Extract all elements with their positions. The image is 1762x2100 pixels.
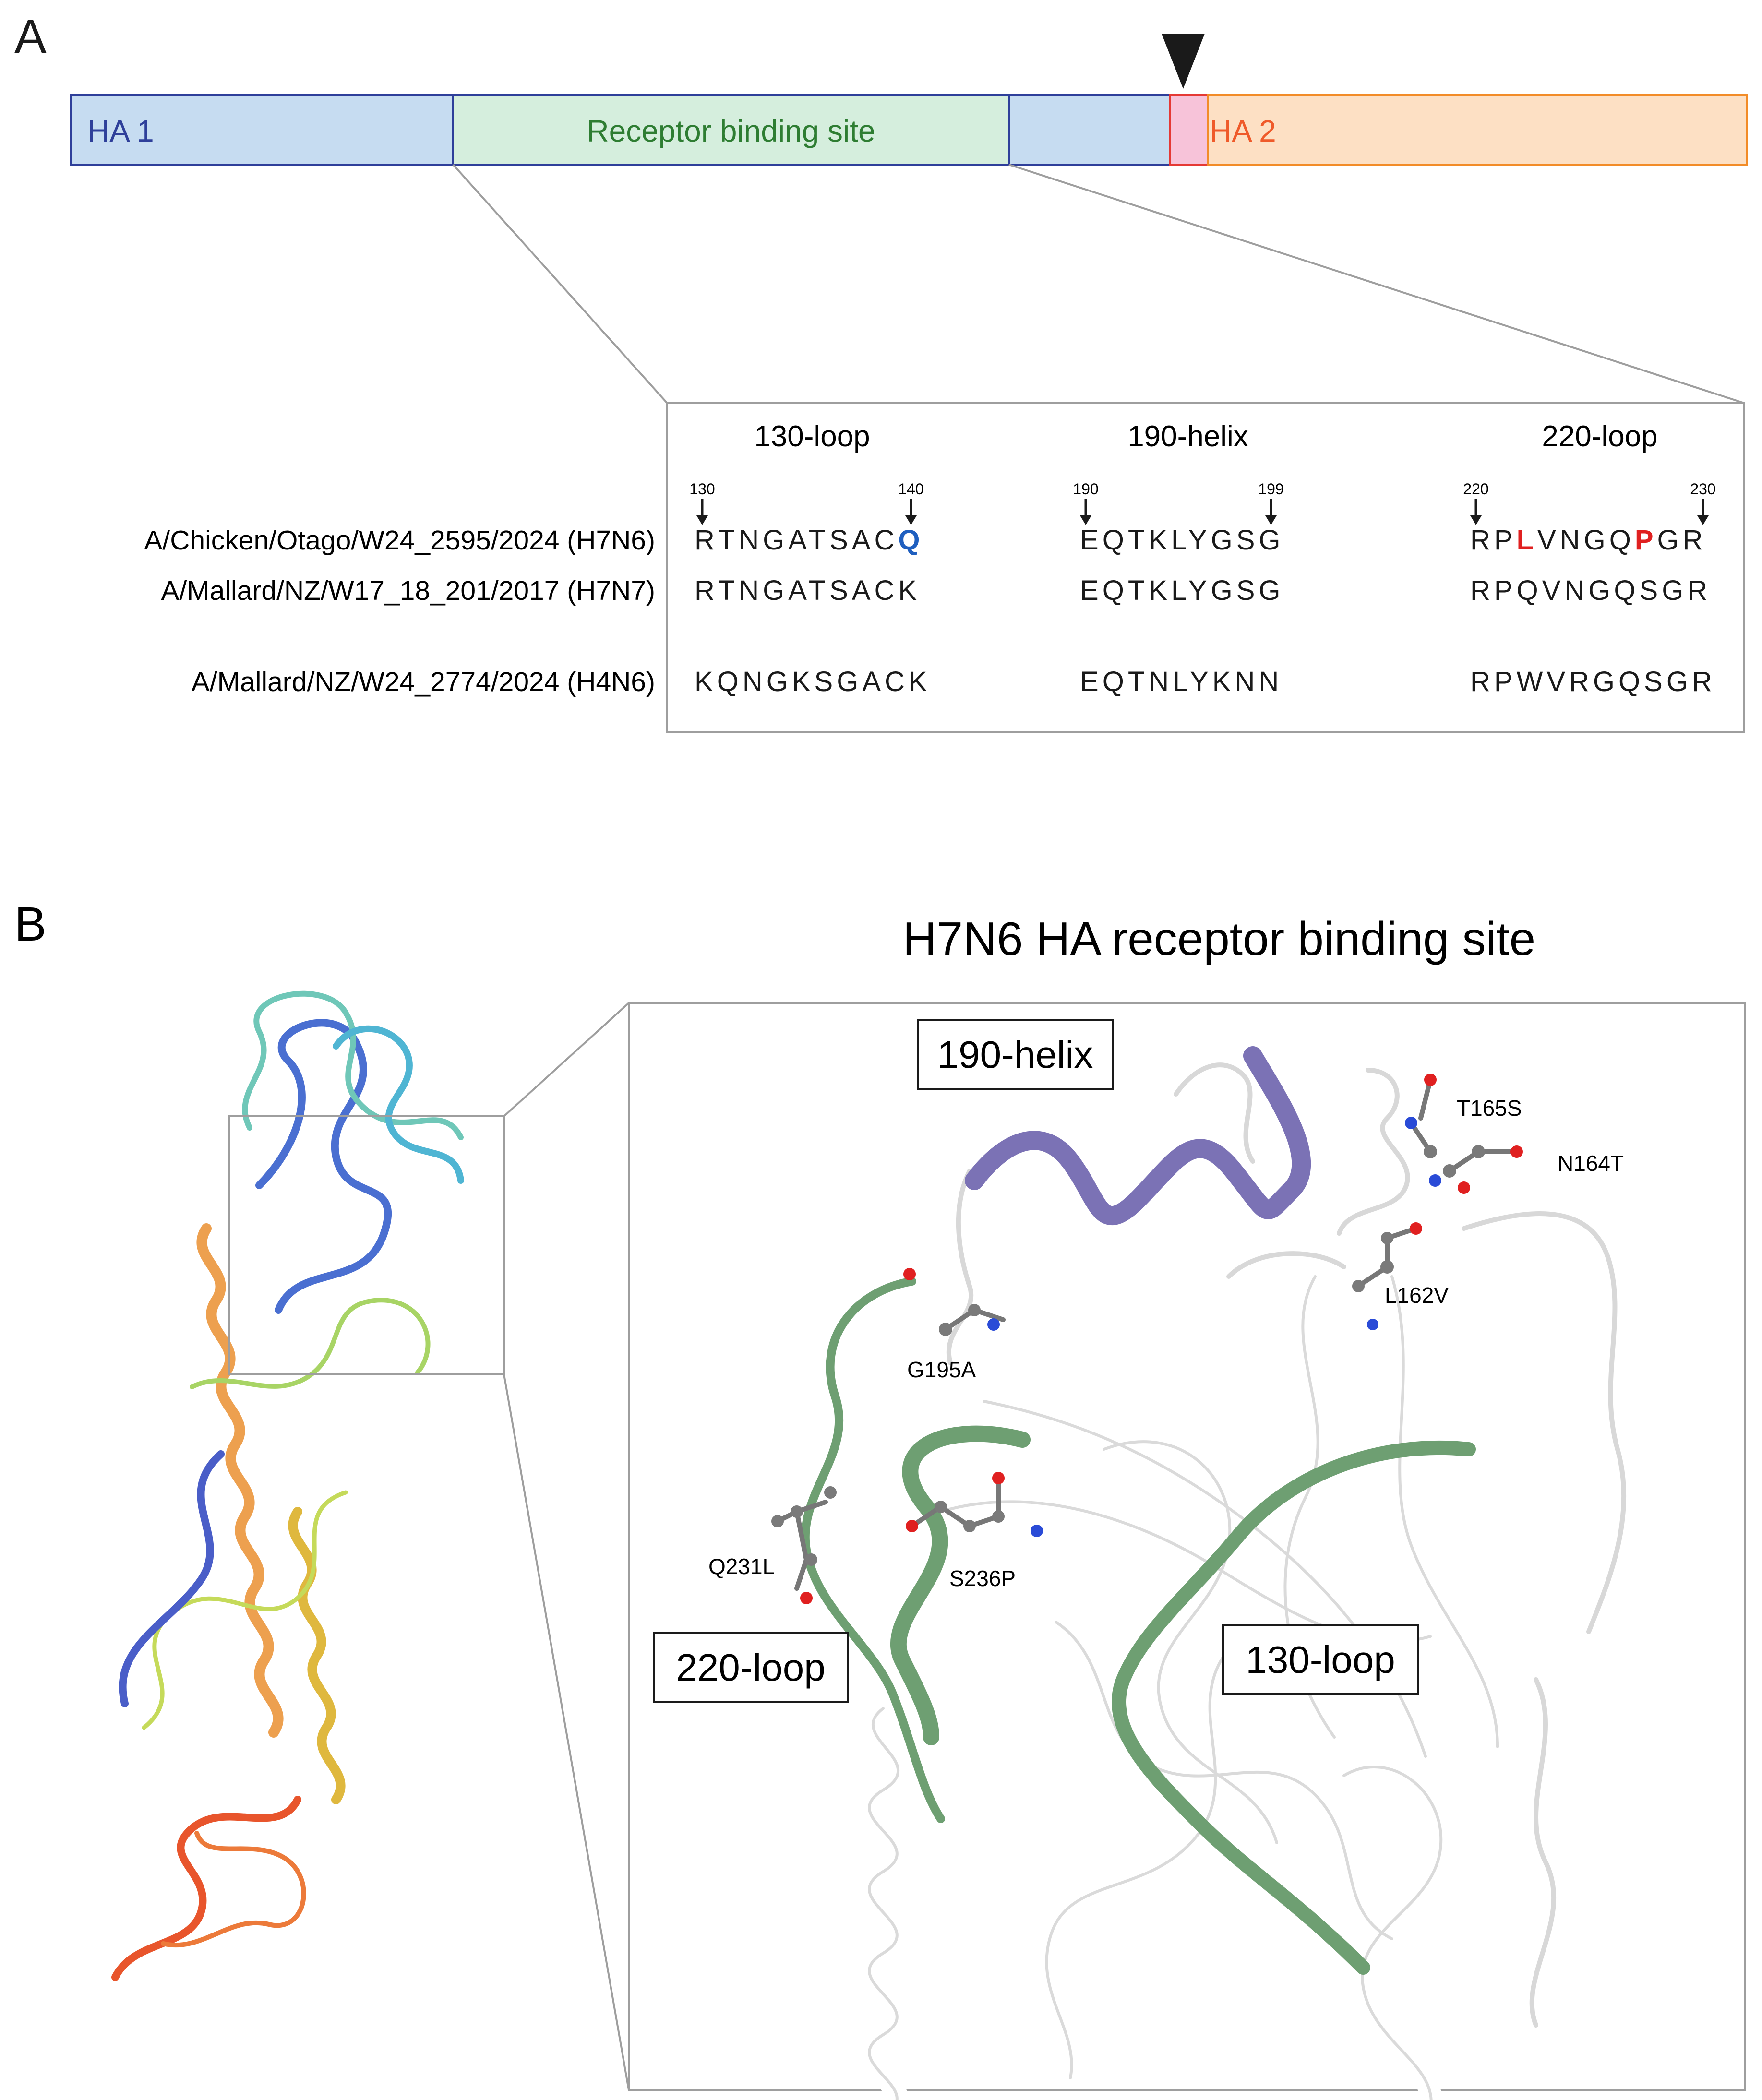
alignment-regions: 130-loop 130 140 190-helix 190 199 220-loop 220… bbox=[689, 420, 1716, 525]
sequence-rows: RTNGATSACQ EQTKLYGSG RPLVNGQPGR RTNGATSACK E… bbox=[695, 525, 1716, 697]
position-arrowhead bbox=[1470, 515, 1482, 525]
zoom-line-left bbox=[452, 164, 668, 404]
side-chain-atoms bbox=[771, 1074, 1523, 1604]
structure-label-190-helix: 190-helix bbox=[917, 1019, 1114, 1090]
mutation-label: T165S bbox=[1457, 1096, 1522, 1121]
sequence-segment: RPLVNGQPGR bbox=[1470, 525, 1707, 556]
position-arrowhead bbox=[1265, 515, 1277, 525]
strain-name: A/Chicken/Otago/W24_2595/2024 (H7N6) bbox=[144, 525, 655, 556]
domain-segment-ha1-c bbox=[1008, 94, 1171, 166]
panel-b-label: B bbox=[14, 897, 47, 951]
position-number: 190 bbox=[1073, 480, 1098, 498]
zoom-line-right bbox=[1008, 164, 1745, 404]
label-130-loop: 130-loop bbox=[1246, 1638, 1395, 1681]
sequence-segment: RTNGATSACK bbox=[695, 575, 921, 606]
alignment-box bbox=[666, 402, 1745, 733]
position-arrowhead bbox=[905, 515, 917, 525]
domain-label-ha2: HA 2 bbox=[1210, 114, 1276, 148]
mutation-label: Q231L bbox=[708, 1554, 775, 1579]
sequence-segment: KQNGKSGACK bbox=[695, 666, 931, 697]
mutation-label: L162V bbox=[1385, 1283, 1449, 1308]
domain-label-rbs: Receptor binding site bbox=[587, 114, 875, 148]
domain-segment-cleavage bbox=[1169, 94, 1209, 166]
structure-label-130-loop: 130-loop bbox=[1222, 1624, 1419, 1695]
label-190-helix: 190-helix bbox=[937, 1033, 1093, 1076]
domain-segment-ha2 bbox=[1207, 94, 1748, 166]
structure-label-220-loop: 220-loop bbox=[653, 1632, 849, 1703]
position-number: 130 bbox=[689, 480, 715, 498]
sequence-segment: RPWVRGQSGR bbox=[1470, 666, 1716, 697]
sequence-segment: EQTKLYGSG bbox=[1080, 525, 1284, 556]
helix-190 bbox=[965, 1046, 1311, 1226]
domain-label-ha1: HA 1 bbox=[87, 114, 154, 148]
sequence-segment: EQTNLYKNN bbox=[1080, 666, 1283, 697]
mutation-label: N164T bbox=[1558, 1151, 1624, 1176]
panel-a-label: A bbox=[14, 10, 47, 63]
label-220-loop: 220-loop bbox=[676, 1646, 825, 1689]
strain-name: A/Mallard/NZ/W24_2774/2024 (H4N6) bbox=[192, 667, 655, 697]
position-number: 199 bbox=[1258, 480, 1283, 498]
sequence-segment: RPQVNGQSGR bbox=[1470, 575, 1711, 606]
loop-130 bbox=[890, 1425, 1031, 1745]
sequence-segment: EQTKLYGSG bbox=[1080, 575, 1284, 606]
ha-monomer-structure bbox=[111, 990, 464, 1981]
mutation-label: G195A bbox=[907, 1357, 976, 1382]
structure-zoom-box bbox=[228, 1115, 505, 1375]
domain-segment-ha1 bbox=[70, 94, 454, 166]
region-title: 220-loop bbox=[1542, 420, 1657, 453]
panel-b-title: H7N6 HA receptor binding site bbox=[903, 912, 1535, 965]
position-arrowhead bbox=[1080, 515, 1091, 525]
position-number: 220 bbox=[1463, 480, 1488, 498]
region-title: 130-loop bbox=[754, 420, 870, 453]
region-title: 190-helix bbox=[1127, 420, 1248, 453]
rbs-ribbon-structure bbox=[771, 1046, 1627, 2100]
domain-bar: HA 1 Receptor binding site HA 2 bbox=[70, 94, 1748, 166]
loop-130-strand bbox=[1111, 1441, 1476, 1975]
zoom-line-top bbox=[503, 1002, 630, 1117]
zoom-line-bottom bbox=[503, 1374, 630, 2090]
cleavage-site-arrow bbox=[1162, 34, 1205, 89]
position-arrowhead bbox=[1697, 515, 1709, 525]
mutation-label: S236P bbox=[949, 1566, 1016, 1591]
domain-segment-rbs bbox=[452, 94, 1010, 166]
position-number: 140 bbox=[898, 480, 923, 498]
sequence-segment: RTNGATSACQ bbox=[695, 525, 924, 556]
strain-name: A/Mallard/NZ/W17_18_201/2017 (H7N7) bbox=[161, 575, 655, 606]
position-number: 230 bbox=[1690, 480, 1715, 498]
position-arrowhead bbox=[696, 515, 708, 525]
